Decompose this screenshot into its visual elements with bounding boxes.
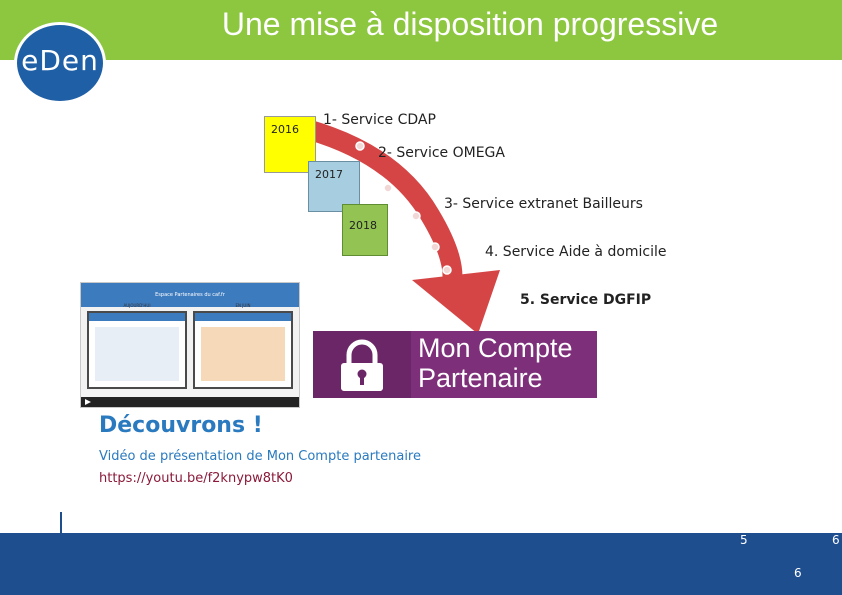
screen-today: AUJOURD'HUI [87,303,187,389]
timeline-arrow [307,120,500,334]
slide-title: Une mise à disposition progressive [221,6,719,42]
service-dgfip: 5. Service DGFIP [520,292,652,308]
logo-text: eDen [21,44,99,77]
video-link[interactable]: https://youtu.be/f2knypw8tK0 [99,471,293,486]
timeline-dot [411,211,421,221]
header-band [0,0,842,60]
mon-compte-partenaire-banner: Mon Compte Partenaire [313,331,597,398]
screen-june: EN JUIN [193,303,293,389]
timeline-dot [355,141,365,151]
service-extranet-bailleurs: 3- Service extranet Bailleurs [444,196,643,212]
padlock-icon [313,331,411,398]
screen-label-today: AUJOURD'HUI [123,303,151,308]
year-box-2018: 2018 [342,204,388,256]
page-number: 6 [794,566,802,580]
eden-logo: eDen [14,22,106,104]
video-controls[interactable] [81,397,299,407]
page-number: 6 [832,533,840,547]
footer-divider [60,512,62,533]
banner-line-1: Mon Compte [418,333,573,363]
screen-bar [89,313,185,321]
service-cdap: 1- Service CDAP [323,112,436,128]
timeline-dot [442,265,452,275]
year-box-2016: 2016 [264,116,316,173]
banner-line-2: Partenaire [418,363,543,393]
footer-band [0,533,842,595]
screen-content [201,327,285,381]
year-box-2017: 2017 [308,161,360,212]
page-number: 5 [740,533,748,547]
video-thumbnail[interactable]: Espace Partenaires du caf.fr AUJOURD'HUI… [80,282,300,408]
screen-label-june: EN JUIN [235,303,251,308]
timeline-dot [383,183,393,193]
discover-title: Découvrons ! [99,413,263,438]
video-caption: Vidéo de présentation de Mon Compte part… [99,449,421,464]
service-omega: 2- Service OMEGA [378,145,505,161]
screen-bar [195,313,291,321]
service-aide-domicile: 4. Service Aide à domicile [485,244,667,260]
timeline-dot [430,242,440,252]
screen-content [95,327,179,381]
play-icon[interactable] [85,399,91,405]
video-banner: Espace Partenaires du caf.fr [81,283,299,307]
banner-text: Mon Compte Partenaire [418,333,573,393]
